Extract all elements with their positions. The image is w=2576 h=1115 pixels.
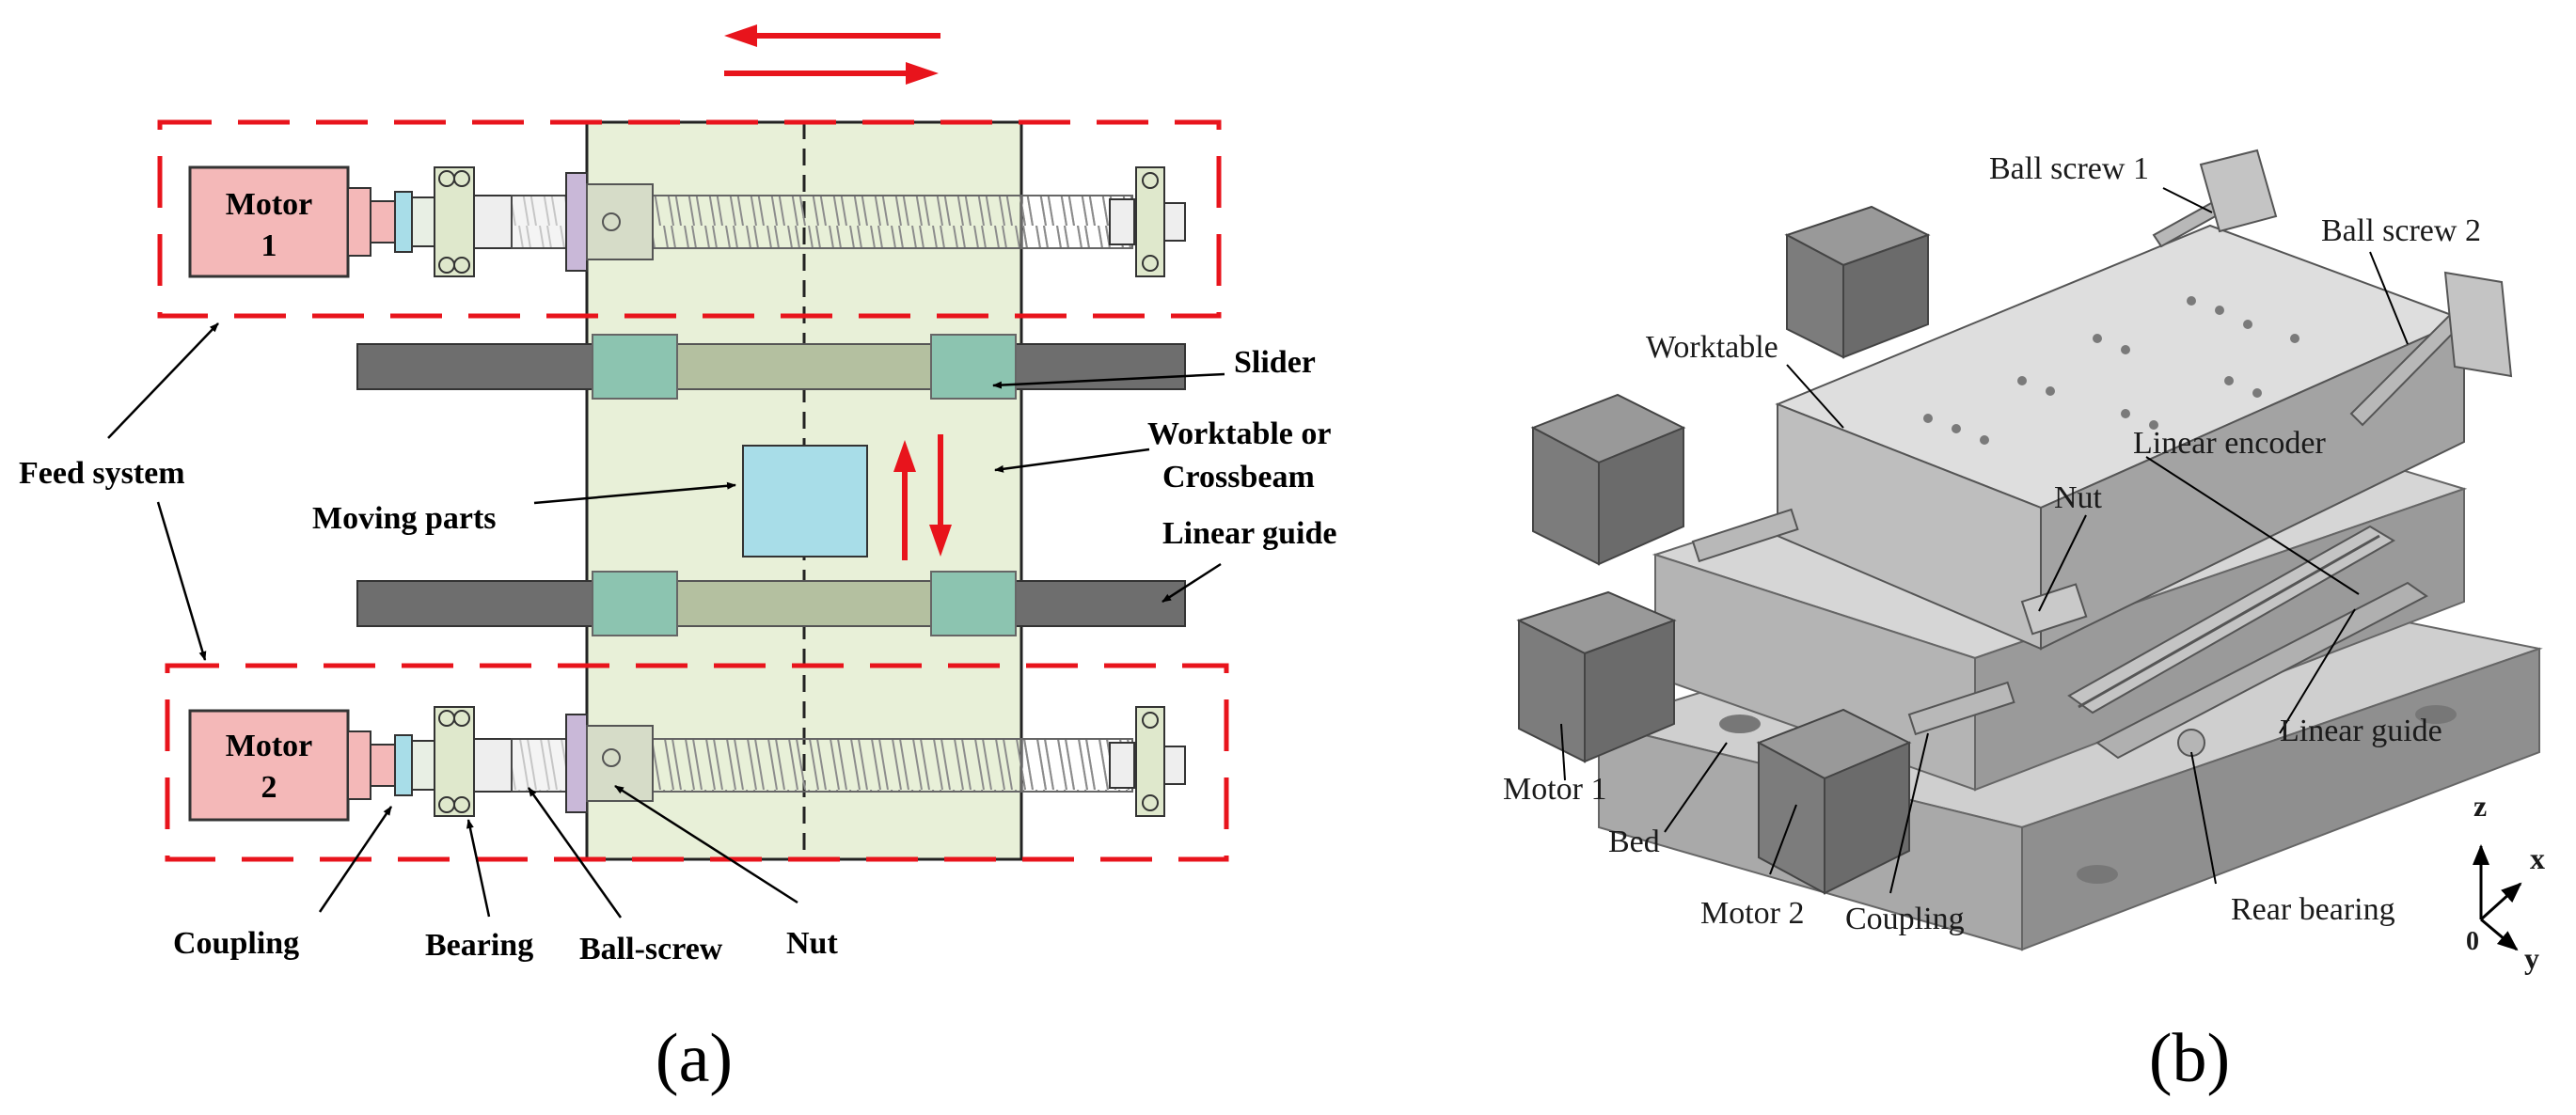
horizontal-motion-arrows — [724, 24, 940, 85]
bed-label: Bed — [1608, 824, 1660, 859]
nut-label: Nut — [786, 926, 838, 961]
coupling-label: Coupling — [173, 926, 299, 961]
coupling-shaft-1 — [1691, 508, 1799, 563]
slider-bottom-left — [592, 571, 678, 636]
drive-assembly-2 — [188, 706, 1186, 822]
worktable-label-line-1: Worktable or — [1147, 416, 1331, 451]
vertical-motion-arrows — [893, 434, 952, 560]
linear-encoder-label: Linear encoder — [2133, 426, 2326, 461]
coupling-shaft-2 — [1907, 681, 2015, 736]
coupling-b-label: Coupling — [1845, 902, 1965, 936]
slider-label: Slider — [1234, 345, 1316, 380]
flange-1 — [565, 172, 588, 272]
axis-z-label: z — [2473, 789, 2487, 823]
motor-2-label-line-2: 2 — [261, 770, 277, 805]
motor-2-b-label: Motor 2 — [1700, 896, 1805, 931]
ball-screw-2-label: Ball screw 2 — [2321, 213, 2481, 248]
ball-screw-1-support — [2199, 149, 2278, 233]
coupling-1 — [394, 191, 413, 253]
leader-lines-b — [1560, 187, 2409, 894]
rear-bearing-2 — [1135, 706, 1165, 817]
motor-1 — [188, 165, 350, 278]
rear-bearing-label: Rear bearing — [2231, 892, 2395, 927]
axis-x-label: x — [2530, 841, 2545, 875]
coupling-2 — [394, 734, 413, 796]
ball-screw-label: Ball-screw — [579, 932, 723, 966]
bearing-label: Bearing — [425, 928, 533, 963]
linear-guide-b-label: Linear guide — [2280, 714, 2442, 748]
bearing-2 — [434, 706, 475, 817]
flange-2 — [565, 714, 588, 813]
moving-parts-label: Moving parts — [312, 501, 497, 536]
nut-b-label: Nut — [2054, 480, 2103, 515]
motor-1-body — [1516, 590, 1677, 763]
ball-screw-1-label: Ball screw 1 — [1989, 151, 2149, 186]
motor-mid-left — [1530, 393, 1686, 566]
worktable-label-line-2: Crossbeam — [1162, 460, 1315, 495]
rear-bearing-b — [2177, 729, 2205, 757]
motor-1-b-label: Motor 1 — [1503, 772, 1607, 807]
leader-lines-a — [107, 322, 1225, 919]
axis-origin-label: 0 — [2466, 927, 2479, 956]
axis-y-label: y — [2524, 941, 2539, 975]
linear-guide-bottom — [356, 571, 1186, 636]
slider-bottom-right — [930, 571, 1017, 636]
motor-top-left — [1784, 205, 1931, 359]
motor-1-label-line-1: Motor — [226, 187, 313, 222]
slider-top-right — [930, 334, 1017, 400]
motor-2-label-line-1: Motor — [226, 729, 313, 763]
rear-bearing-1 — [1135, 166, 1165, 277]
ball-screw-2-support — [2443, 271, 2513, 378]
linear-guide-label: Linear guide — [1162, 516, 1336, 551]
caption-b: (b) — [2149, 1020, 2230, 1097]
motor-2 — [188, 709, 350, 822]
panel-a: Motor 1 Motor 2 Feed system Slider Workt… — [19, 24, 1336, 1097]
linear-guide-top — [356, 334, 1186, 400]
motor-1-label-line-2: 1 — [261, 228, 277, 263]
worktable-b-label: Worktable — [1646, 330, 1778, 365]
feed-system-label: Feed system — [19, 456, 185, 491]
axis-triad — [2473, 844, 2522, 951]
bearing-1 — [434, 166, 475, 277]
panel-b: z x y 0 Ball screw 1 Ball screw 2 Workta… — [1503, 149, 2545, 1097]
moving-parts-box — [742, 445, 868, 558]
drive-assembly-1 — [188, 165, 1186, 278]
slider-top-left — [592, 334, 678, 400]
caption-a: (a) — [656, 1020, 733, 1097]
